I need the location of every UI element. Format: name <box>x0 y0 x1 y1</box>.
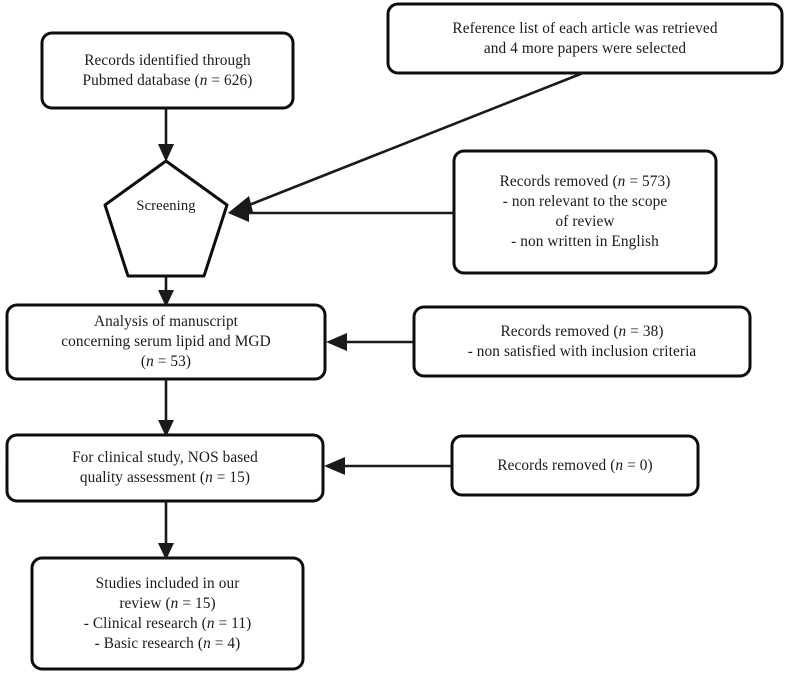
edge-records-identified-to-screening <box>158 108 174 162</box>
edge-nos-to-studies <box>158 501 174 560</box>
edge-removed-0-to-nos <box>324 457 452 475</box>
node-reference-list[interactable] <box>386 2 784 75</box>
node-records-removed-38[interactable] <box>412 305 752 378</box>
node-analysis-manuscript[interactable] <box>5 303 327 381</box>
node-records-removed-0[interactable] <box>450 434 700 497</box>
node-studies-included[interactable] <box>30 556 305 671</box>
node-records-identified[interactable] <box>40 31 295 110</box>
edge-screening-to-analysis <box>158 276 174 307</box>
node-records-removed-573[interactable] <box>452 149 718 275</box>
node-nos-quality[interactable] <box>5 433 325 503</box>
edge-analysis-to-nos <box>158 379 174 437</box>
edge-removed-573-to-screening <box>228 204 454 222</box>
node-screening-pentagon[interactable] <box>103 159 229 278</box>
edge-removed-38-to-analysis <box>326 333 414 351</box>
